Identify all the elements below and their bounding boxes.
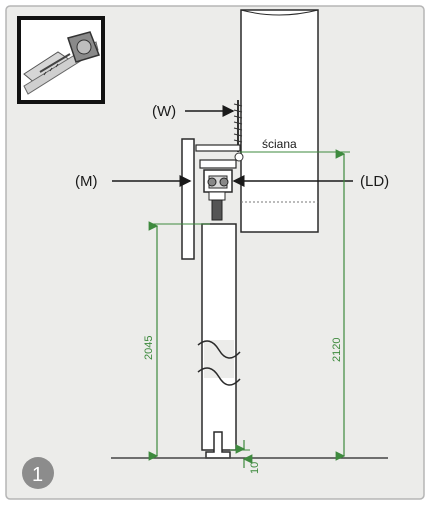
dimension-2120 [240, 149, 350, 461]
dimension-label-10: 10 [249, 462, 261, 474]
step-number: 1 [32, 464, 43, 486]
wall [240, 9, 319, 233]
label-wall: ściana [262, 137, 297, 151]
dimension-label-2120: 2120 [331, 338, 343, 362]
screw-icon [233, 100, 243, 152]
mask-panel [181, 138, 195, 260]
label-m: (M) [75, 173, 98, 190]
tape-measure-icon [17, 16, 105, 104]
dimension-2045 [148, 221, 210, 461]
step-badge: 1 [22, 457, 54, 489]
door-leaf [197, 223, 241, 451]
dimension-10 [230, 440, 253, 468]
label-w: (W) [152, 103, 176, 120]
label-ld: (LD) [360, 173, 389, 190]
rail-bracket [195, 144, 244, 162]
running-gear [199, 159, 237, 221]
dimension-label-2045: 2045 [143, 336, 155, 360]
